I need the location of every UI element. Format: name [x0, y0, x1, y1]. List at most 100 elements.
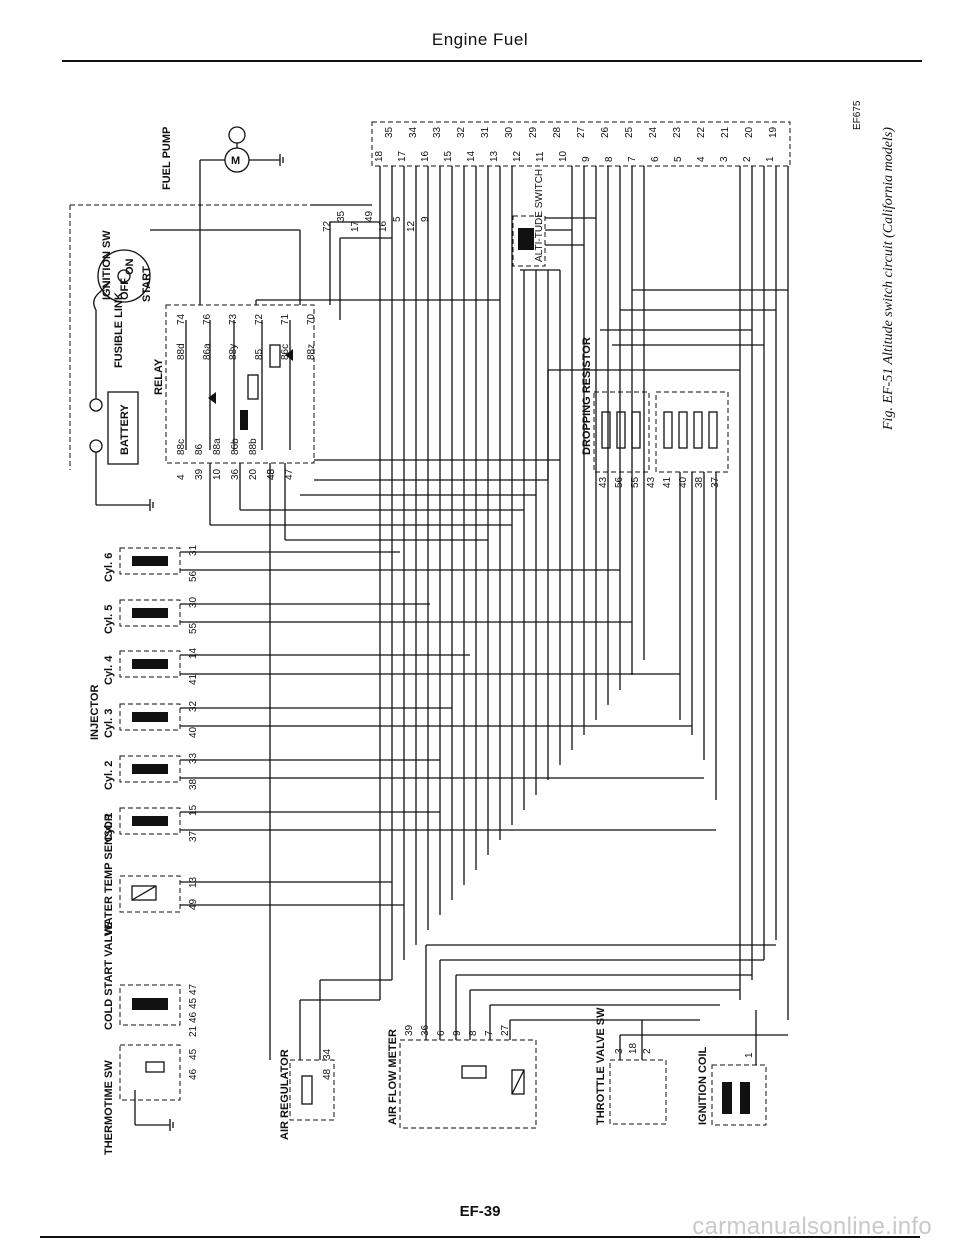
dropping-pin-55: 55 [630, 476, 641, 488]
sensor-pin-water_temp-13: 13 [188, 876, 199, 888]
relay-terminal-86b: 86b [230, 438, 241, 455]
cyl2-label: Cyl. 2 [103, 761, 115, 790]
dropping-pin-41: 41 [662, 476, 673, 488]
altitude-pin-72: 72 [322, 220, 333, 232]
relay-terminal-88z: 88z [306, 344, 317, 360]
connector-pin-33: 33 [432, 126, 443, 138]
injector-pin-cyl4-41: 41 [188, 673, 199, 685]
cyl3-label: Cyl. 3 [103, 709, 115, 738]
altitude-pin-16: 16 [378, 220, 389, 232]
connector-pin-24: 24 [648, 126, 659, 138]
relay-terminal-4: 4 [176, 474, 187, 480]
ignition-coil-box [711, 1064, 767, 1126]
injector-pin-cyl1-37: 37 [188, 830, 199, 842]
relay-terminal-86: 86 [194, 443, 205, 455]
ignition-switch-symbol [97, 249, 151, 303]
relay-terminal-39: 39 [194, 468, 205, 480]
connector-pin-35: 35 [384, 126, 395, 138]
injector-pin-cyl3-32: 32 [188, 700, 199, 712]
injector-pin-cyl3-40: 40 [188, 726, 199, 738]
connector-pin-26: 26 [600, 126, 611, 138]
connector-pin-2: 2 [742, 156, 753, 162]
footer-rule [40, 1236, 920, 1238]
sensor-pin-cold_start-21: 21 [188, 1025, 199, 1037]
sensor-pin-thermotime-45: 45 [188, 1048, 199, 1060]
dropping-resistor-label: DROPPING RESISTOR [581, 337, 593, 455]
dropping-pin-37: 37 [710, 476, 721, 488]
altitude-pin-49: 49 [364, 210, 375, 222]
connector-pin-32: 32 [456, 126, 467, 138]
throttle-valve-switch-box [609, 1059, 667, 1125]
sensor-pin-cold_start-45: 45 [188, 997, 199, 1009]
sensor-pin-throttle_valve-18: 18 [628, 1042, 639, 1054]
connector-pin-34: 34 [408, 126, 419, 138]
relay-label: RELAY [153, 358, 165, 395]
cyl5-label: Cyl. 5 [103, 605, 115, 634]
connector-pin-17: 17 [397, 150, 408, 162]
injector-pin-cyl1-15: 15 [188, 804, 199, 816]
relay-terminal-10: 10 [212, 468, 223, 480]
air-flow-meter-label: AIR FLOW METER [387, 1029, 399, 1125]
altitude-pin-9: 9 [420, 216, 431, 222]
fusible-link-label: FUSIBLE LINK [113, 292, 125, 368]
ignition-sw-label: IGNITION SW [101, 230, 113, 300]
sensor-pin-air_regulator-34: 34 [322, 1048, 333, 1060]
sensor-pin-throttle_valve-3: 3 [614, 1048, 625, 1054]
connector-pin-30: 30 [504, 126, 515, 138]
relay-terminal-20: 20 [248, 468, 259, 480]
air-regulator-box [289, 1059, 335, 1121]
altitude-pin-12: 12 [406, 220, 417, 232]
sensor-pin-air_flow_meter-39: 39 [404, 1024, 415, 1036]
injector-pin-cyl6-31: 31 [188, 544, 199, 556]
altitude-switch-box [512, 215, 546, 267]
connector-pin-8: 8 [604, 156, 615, 162]
throttle-valve-label: THROTTLE VALVE SW [595, 1007, 607, 1125]
connector-pin-31: 31 [480, 126, 491, 138]
thermotime-switch-box [119, 1044, 181, 1101]
connector-pin-14: 14 [466, 150, 477, 162]
cold-start-valve-box [119, 984, 181, 1026]
ignition-coil-label: IGNITION COIL [697, 1047, 709, 1126]
cyl6-label: Cyl. 6 [103, 553, 115, 582]
page-header: Engine Fuel [431, 30, 529, 49]
connector-pin-15: 15 [443, 150, 454, 162]
sensor-pin-air_flow_meter-36: 36 [420, 1024, 431, 1036]
relay-terminal-74: 74 [176, 313, 187, 325]
connector-pin-10: 10 [558, 150, 569, 162]
dropping-pin-56: 56 [614, 476, 625, 488]
connector-pin-25: 25 [624, 126, 635, 138]
relay-terminal-88a: 88a [212, 438, 223, 455]
relay-terminal-73: 73 [228, 313, 239, 325]
sensor-pin-cold_start-46: 46 [188, 1011, 199, 1023]
connector-pin-20: 20 [744, 126, 755, 138]
thermotime-label: THERMOTIME SW [103, 1060, 115, 1155]
connector-pin-13: 13 [489, 150, 500, 162]
connector-pin-5: 5 [673, 156, 684, 162]
cyl4-label: Cyl. 4 [103, 655, 115, 685]
injector-pin-cyl5-55: 55 [188, 622, 199, 634]
relay-terminal-72: 72 [254, 313, 265, 325]
sensor-pin-cold_start-47: 47 [188, 983, 199, 995]
battery-label: BATTERY [119, 404, 131, 455]
battery-box [107, 391, 139, 465]
sensor-pin-ignition_coil-1: 1 [744, 1052, 755, 1058]
connector-pin-22: 22 [696, 126, 707, 138]
altitude-switch-label: ALTI-TUDE SWITCH [534, 169, 545, 262]
sensor-pin-air_flow_meter-9: 9 [452, 1030, 463, 1036]
relay-terminal-76: 76 [202, 313, 213, 325]
relay-terminal-48: 48 [266, 468, 277, 480]
injector-group [119, 547, 181, 835]
connector-pin-27: 27 [576, 126, 587, 138]
dropping-pin-38: 38 [694, 476, 705, 488]
connector-pin-4: 4 [696, 156, 707, 162]
water-temp-sensor-box [119, 875, 181, 913]
harness-wires [134, 160, 789, 1131]
pump-motor-label: M [231, 155, 240, 167]
connector-pin-29: 29 [528, 126, 539, 138]
